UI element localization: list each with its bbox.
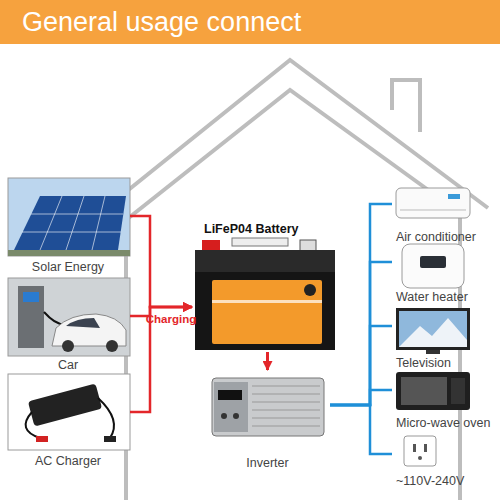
connector xyxy=(330,390,392,405)
connector xyxy=(330,204,392,405)
battery-handle xyxy=(232,238,288,246)
inverter-body xyxy=(212,378,324,436)
air-conditioner-icon xyxy=(396,188,470,218)
television-icon xyxy=(396,308,470,350)
outlet-ground xyxy=(418,456,422,460)
inverter-socket xyxy=(221,413,227,419)
source-box: AC Charger xyxy=(6,372,130,468)
connector xyxy=(130,216,192,307)
title-text: General usage connect xyxy=(22,6,301,38)
panel-grid xyxy=(40,196,62,250)
charger-cable xyxy=(26,412,40,438)
tv-screen xyxy=(399,311,467,347)
house-wall xyxy=(124,220,128,500)
battery-box: LiFeP04 Battery xyxy=(192,222,338,352)
water-heater-icon xyxy=(402,244,464,288)
tv-stand xyxy=(426,350,440,354)
node-label: LiFeP04 Battery xyxy=(204,222,338,236)
connector xyxy=(330,326,392,405)
node-label: Inverter xyxy=(205,456,330,470)
node-label: AC Charger xyxy=(6,454,130,468)
clamp xyxy=(104,436,116,442)
microwave-icon xyxy=(396,372,470,410)
solar-panel xyxy=(14,196,126,250)
inverter-display xyxy=(218,390,242,400)
inverter-fin xyxy=(252,426,320,427)
node-label: Micro-wave oven xyxy=(396,416,498,430)
battery-panel xyxy=(212,280,322,344)
appliance-box: Air conditioner xyxy=(392,182,498,244)
solar-photo xyxy=(8,178,130,256)
tv-mountains xyxy=(399,318,467,347)
source-box: Car xyxy=(6,276,130,372)
connector xyxy=(266,352,269,370)
inverter-fin xyxy=(252,410,320,411)
outlet-icon xyxy=(404,436,436,466)
appliance-box: ~110V-240V xyxy=(392,432,498,488)
connector xyxy=(330,262,392,405)
connector xyxy=(330,405,392,454)
appliance-box: Water heater xyxy=(392,240,498,304)
car-wheel xyxy=(106,340,118,352)
appliance-box: Micro-wave oven xyxy=(392,368,498,430)
charging-station xyxy=(18,286,44,348)
battery-body xyxy=(195,272,335,350)
battery-logo xyxy=(304,284,316,296)
inverter-fin xyxy=(252,394,320,395)
charger-body xyxy=(28,383,102,426)
node-label: Air conditioner xyxy=(396,230,498,244)
node-label: Car xyxy=(6,358,130,372)
inverter-box: Inverter xyxy=(205,370,330,470)
clamp xyxy=(36,436,48,442)
microwave-window xyxy=(401,377,447,405)
outlet-slot xyxy=(424,444,427,452)
inverter-socket xyxy=(233,413,239,419)
inverter-fin xyxy=(252,418,320,419)
inverter-fin xyxy=(252,386,320,387)
outlet-slot xyxy=(413,444,416,452)
node-label: Television xyxy=(396,356,498,370)
node-label: ~110V-240V xyxy=(396,474,498,488)
appliance-box: Television xyxy=(392,304,498,370)
title-bar xyxy=(0,0,500,44)
car-wheel xyxy=(62,340,74,352)
station-screen xyxy=(23,292,39,302)
car-window xyxy=(66,318,100,328)
edge-label: Charging xyxy=(146,313,196,325)
ground xyxy=(8,250,130,256)
heater-display xyxy=(420,256,446,268)
node-label: Water heater xyxy=(396,290,498,304)
battery-top xyxy=(195,250,335,272)
microwave-panel xyxy=(451,378,465,404)
ac-display xyxy=(448,194,460,199)
panel-grid xyxy=(92,196,105,250)
node-label: Solar Energy xyxy=(6,260,130,274)
charger-photo xyxy=(8,374,130,450)
inverter-front xyxy=(214,382,248,432)
panel-stripe xyxy=(212,300,322,303)
charger-cable xyxy=(98,398,114,438)
inverter-fin xyxy=(252,402,320,403)
vent-line xyxy=(400,210,466,211)
source-box: Solar Energy xyxy=(6,176,130,274)
house-chimney xyxy=(392,80,420,132)
panel-grid xyxy=(66,196,84,250)
car-photo xyxy=(8,278,130,356)
panel-grid xyxy=(31,214,123,215)
